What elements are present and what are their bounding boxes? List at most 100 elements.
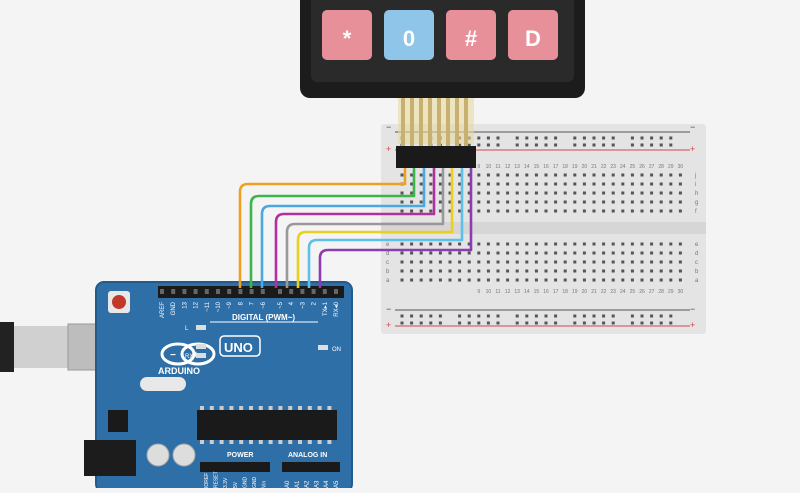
chip-leg — [219, 440, 224, 444]
digital-pin-label: ~3 — [300, 301, 306, 309]
analog-pin-label: A2 — [305, 480, 311, 488]
column-number: 26 — [639, 289, 645, 295]
column-number: 29 — [668, 289, 674, 295]
key-2[interactable]: 0 — [384, 10, 434, 60]
power-pin-label: IOREF — [204, 473, 210, 488]
column-number: 23 — [610, 289, 616, 295]
column-number: 25 — [630, 289, 636, 295]
chip-leg — [307, 406, 312, 410]
rail-symbol: + — [386, 144, 391, 154]
column-number: 10 — [486, 164, 492, 170]
digital-pin[interactable] — [193, 289, 198, 294]
digital-pin-label: ~5 — [278, 301, 284, 309]
jumper-wire[interactable] — [307, 168, 464, 288]
digital-pin[interactable] — [216, 289, 220, 294]
digital-pin[interactable] — [289, 289, 294, 294]
digital-pin-label: 7 — [250, 301, 256, 305]
row-letter: b — [695, 269, 699, 275]
reset-button[interactable] — [108, 291, 130, 313]
key-1[interactable]: * — [322, 10, 372, 60]
power-header — [200, 462, 270, 472]
jumper-wire[interactable] — [249, 168, 416, 288]
digital-pin[interactable] — [238, 289, 243, 294]
digital-pin[interactable] — [249, 289, 254, 294]
jumper-wire[interactable] — [296, 168, 454, 288]
row-letter: d — [386, 251, 389, 257]
digital-pin-label: ~6 — [261, 301, 267, 309]
jumper-wire[interactable] — [238, 168, 407, 288]
digital-pin[interactable] — [322, 289, 327, 294]
digital-pin[interactable] — [260, 289, 265, 294]
power-label: POWER — [227, 452, 253, 459]
digital-pin[interactable] — [334, 289, 338, 294]
digital-pin[interactable] — [171, 289, 176, 294]
led — [196, 325, 206, 330]
analog-pin-label: A0 — [285, 480, 291, 488]
led — [196, 344, 206, 349]
jumper-wire[interactable] — [260, 168, 426, 288]
row-letter: g — [695, 200, 698, 206]
chip-leg — [239, 406, 244, 410]
key-label: 0 — [403, 26, 415, 51]
column-number: 10 — [486, 289, 492, 295]
ribbon-pin — [410, 98, 414, 148]
row-letter: a — [386, 278, 390, 284]
rail-symbol: + — [690, 144, 695, 154]
on-label: ON — [332, 347, 341, 353]
breadboard-holes[interactable] — [400, 136, 682, 325]
column-number: 15 — [534, 289, 540, 295]
chip-leg — [317, 440, 322, 444]
on-led — [318, 345, 328, 350]
column-number: 23 — [610, 164, 616, 170]
column-number: 15 — [534, 164, 540, 170]
jumper-wire[interactable] — [274, 168, 436, 288]
chip-leg — [219, 406, 224, 410]
capacitor — [146, 443, 170, 467]
digital-header-label: DIGITAL (PWM~) — [232, 313, 295, 322]
key-3[interactable]: # — [446, 10, 496, 60]
jumper-wire[interactable] — [318, 168, 473, 288]
digital-pin-label: 13 — [182, 301, 188, 308]
column-number: 24 — [620, 289, 626, 295]
column-number: 19 — [572, 289, 578, 295]
digital-pin[interactable] — [227, 289, 232, 294]
digital-pin[interactable] — [300, 289, 305, 294]
led-label: L — [185, 326, 189, 332]
power-pin-label: 3.3V — [223, 477, 229, 488]
digital-pin[interactable] — [278, 289, 282, 294]
digital-pin-label: ~11 — [205, 301, 211, 311]
jumper-wire[interactable] — [285, 168, 445, 288]
column-number: 19 — [572, 164, 578, 170]
key-face — [384, 10, 434, 60]
row-letter: b — [386, 269, 390, 275]
digital-pin[interactable] — [311, 289, 316, 294]
analog-header — [282, 462, 340, 472]
row-letter: i — [695, 182, 696, 188]
column-number: 27 — [649, 289, 655, 295]
digital-pin-label: 2 — [312, 301, 318, 305]
rail-symbol: − — [690, 122, 695, 132]
row-letter: c — [386, 260, 389, 266]
row-letter: e — [386, 242, 390, 248]
keypad-4x4[interactable]: * 0 # D — [300, 0, 585, 148]
digital-pin[interactable] — [182, 289, 187, 294]
key-4[interactable]: D — [508, 10, 558, 60]
capacitor — [172, 443, 196, 467]
chip-leg — [278, 440, 283, 444]
key-label: # — [465, 26, 477, 51]
column-number: 18 — [562, 289, 568, 295]
column-number: 24 — [620, 164, 626, 170]
row-letter: c — [695, 260, 698, 266]
chip-leg — [209, 406, 214, 410]
power-pin-label: GND — [252, 477, 258, 489]
digital-pin[interactable] — [204, 289, 209, 294]
jumper-wires[interactable] — [238, 168, 473, 288]
column-number: 9 — [477, 289, 480, 295]
digital-pin[interactable] — [160, 289, 164, 294]
model-label: UNO — [224, 340, 253, 355]
rail-symbol: − — [386, 304, 391, 314]
voltage-regulator — [108, 410, 128, 432]
digital-pin-label: ~9 — [227, 301, 233, 309]
rail-symbol: − — [690, 304, 695, 314]
